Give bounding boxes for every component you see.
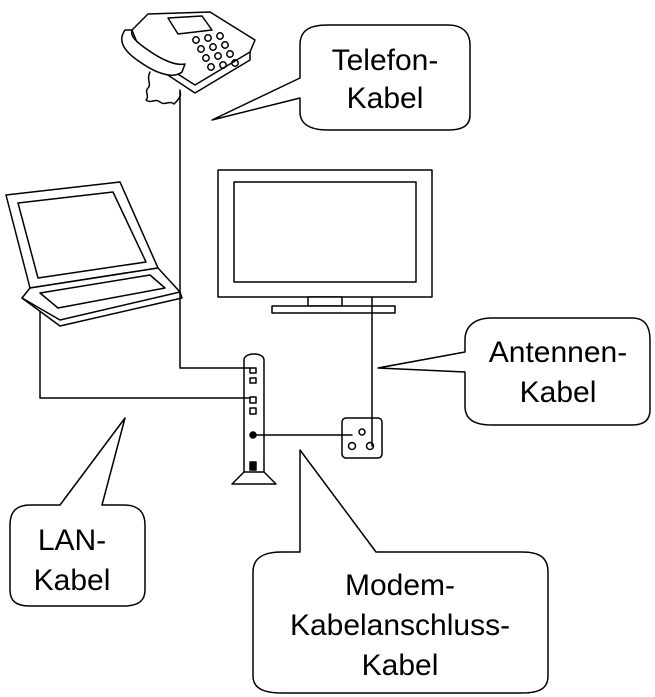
lan-cable [39,311,251,399]
telephone-cable [179,89,251,369]
label-modem-line2: Kabelanschluss- [290,609,510,642]
tv-icon [217,169,433,314]
label-lan-line2: Kabel [34,564,111,597]
label-modem-line3: Kabel [362,649,439,682]
antenna-socket-icon [341,417,383,459]
label-antennen-line1: Antennen- [489,336,627,369]
telephone-icon [121,11,256,105]
callout-antennen: Antennen- Kabel [377,317,651,426]
label-antennen-line2: Kabel [520,376,597,409]
label-telefon-line1: Telefon- [332,44,439,77]
laptop-icon [5,181,183,327]
cables [39,89,373,447]
callout-telefon: Telefon- Kabel [211,24,471,131]
label-telefon-line2: Kabel [347,82,424,115]
label-lan-line1: LAN- [38,524,106,557]
modem-icon [231,353,277,485]
callout-modem: Modem- Kabelanschluss- Kabel [252,449,549,694]
callout-lan: LAN- Kabel [9,417,146,607]
label-modem-line1: Modem- [345,569,455,602]
